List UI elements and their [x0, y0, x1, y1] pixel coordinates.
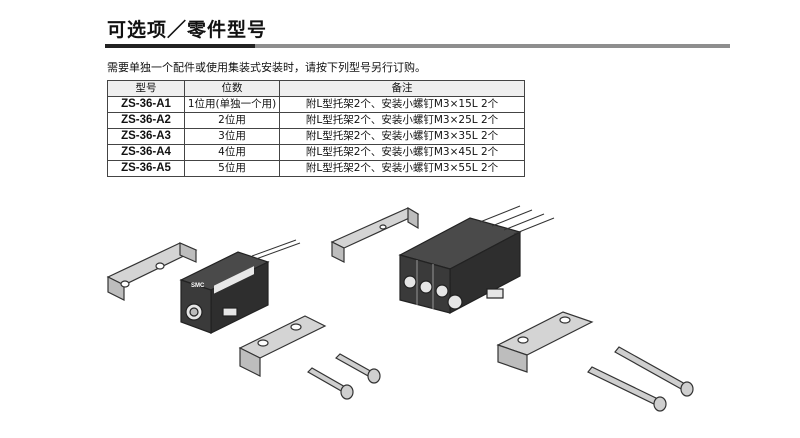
cell-note: 附L型托架2个、安装小螺钉M3×45L 2个: [279, 144, 525, 161]
cell-positions: 3位用: [184, 128, 280, 145]
cell-model: ZS-36-A1: [107, 96, 185, 113]
sensor-unit-icon: [179, 251, 270, 334]
header-note: 备注: [279, 80, 525, 97]
cell-positions: 4位用: [184, 144, 280, 161]
screw-icon: [307, 353, 381, 400]
cell-positions: 5位用: [184, 160, 280, 177]
intro-text: 需要单独一个配件或使用集装式安装时，请按下列型号另行订购。: [107, 61, 426, 74]
cell-positions: 2位用: [184, 112, 280, 129]
cell-note: 附L型托架2个、安装小螺钉M3×25L 2个: [279, 112, 525, 129]
section-title: 可选项／零件型号: [107, 19, 268, 41]
cell-note: 附L型托架2个、安装小螺钉M3×55L 2个: [279, 160, 525, 177]
table-row: ZS-36-A3 3位用 附L型托架2个、安装小螺钉M3×35L 2个: [107, 128, 525, 145]
cable-icon: [251, 239, 301, 260]
title-rule: [105, 44, 730, 48]
l-bracket-icon: [238, 315, 327, 377]
l-bracket-icon: [330, 206, 420, 263]
cell-positions: 1位用(单独一个用): [184, 96, 280, 113]
table-row: ZS-36-A2 2位用 附L型托架2个、安装小螺钉M3×25L 2个: [107, 112, 525, 129]
screw-icon: [587, 346, 694, 412]
unit-logo-text: SMC: [191, 283, 205, 289]
cell-model: ZS-36-A2: [107, 112, 185, 129]
parts-table: 型号 位数 备注 ZS-36-A1 1位用(单独一个用) 附L型托架2个、安装小…: [107, 80, 525, 177]
table-header-row: 型号 位数 备注: [107, 80, 525, 97]
title-underline: [105, 44, 255, 48]
header-positions: 位数: [184, 80, 280, 97]
l-bracket-icon: [496, 311, 594, 373]
product-illustration: SMC: [106, 205, 694, 412]
cell-note: 附L型托架2个、安装小螺钉M3×35L 2个: [279, 128, 525, 145]
cell-model: ZS-36-A3: [107, 128, 185, 145]
cable-icon: [479, 205, 555, 235]
header-model: 型号: [107, 80, 185, 97]
l-bracket-icon: [106, 242, 198, 301]
cell-note: 附L型托架2个、安装小螺钉M3×15L 2个: [279, 96, 525, 113]
manifold-unit-icon: [398, 217, 522, 314]
table-row: ZS-36-A4 4位用 附L型托架2个、安装小螺钉M3×45L 2个: [107, 144, 525, 161]
cell-model: ZS-36-A5: [107, 160, 185, 177]
table-row: ZS-36-A1 1位用(单独一个用) 附L型托架2个、安装小螺钉M3×15L …: [107, 96, 525, 113]
cell-model: ZS-36-A4: [107, 144, 185, 161]
table-row: ZS-36-A5 5位用 附L型托架2个、安装小螺钉M3×55L 2个: [107, 160, 525, 177]
